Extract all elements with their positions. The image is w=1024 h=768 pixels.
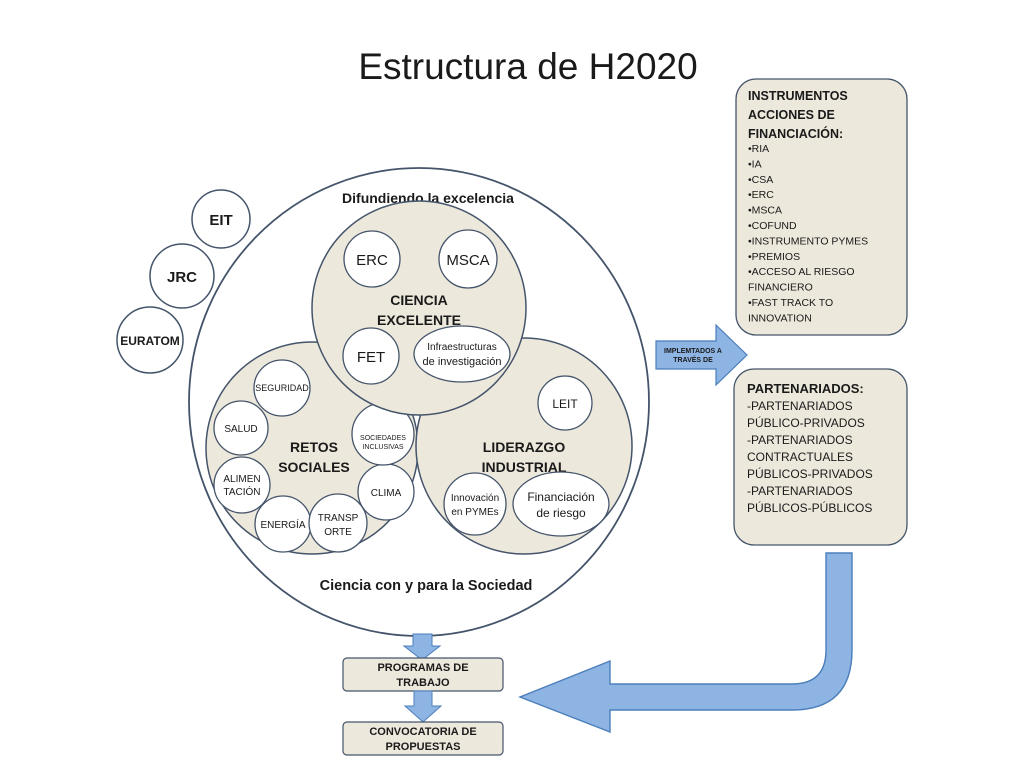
salud-label: SALUD — [224, 424, 257, 435]
instrumentos-item: •IA — [748, 158, 762, 170]
convocatoria-label-2: PROPUESTAS — [386, 741, 461, 753]
instrumentos-item: •COFUND — [748, 220, 797, 232]
fet-label: FET — [357, 349, 385, 366]
programas-label-1: PROGRAMAS DE — [377, 662, 468, 674]
erc-label: ERC — [356, 252, 388, 269]
leit-label: LEIT — [552, 397, 578, 411]
implementados-label-1: IMPLEMTADOS A — [664, 348, 722, 355]
instrumentos-item: •RIA — [748, 143, 769, 155]
jrc-label: JRC — [167, 269, 197, 286]
sociedades-label-1: SOCIEDADES — [360, 435, 406, 442]
partenariados-line: CONTRACTUALES — [747, 450, 853, 464]
partenariados-box: PARTENARIADOS: -PARTENARIADOS PÚBLICO-PRIV… — [733, 368, 908, 546]
infra-label-2: de investigación — [423, 356, 502, 368]
convocatoria-label-1: CONVOCATORIA DE — [369, 726, 476, 738]
alimentacion-label-2: TACIÓN — [223, 485, 260, 498]
retos-sociales-title-1: RETOS — [290, 439, 338, 455]
msca-label: MSCA — [446, 252, 489, 269]
sociedades-label-2: INCLUSIVAS — [362, 444, 403, 451]
partenariados-line: -PARTENARIADOS — [747, 433, 853, 447]
partenariados-heading: PARTENARIADOS: — [747, 381, 864, 396]
down-arrow-2 — [403, 690, 443, 723]
eit-label: EIT — [209, 212, 232, 229]
partenariados-line: PÚBLICOS-PÚBLICOS — [747, 500, 872, 515]
implementados-label-2: TRAVÉS DE — [673, 355, 713, 364]
main-circle-top-label: Difundiendo la excelencia — [342, 190, 514, 206]
pymes-label-1: Innovación — [451, 493, 499, 504]
ciencia-title-2: EXCELENTE — [377, 312, 461, 328]
down-arrow-1 — [402, 633, 442, 661]
infra-label-1: Infraestructuras — [427, 342, 496, 353]
clima-label: CLIMA — [371, 488, 402, 499]
liderazgo-title-1: LIDERAZGO — [483, 439, 566, 455]
retos-sociales-title-2: SOCIALES — [278, 459, 350, 475]
programas-box: PROGRAMAS DE TRABAJO — [342, 657, 504, 692]
seguridad-label: SEGURIDAD — [255, 383, 309, 393]
instrumentos-heading-line: ACCIONES DE — [748, 108, 835, 122]
riesgo-label-2: de riesgo — [536, 506, 586, 520]
instrumentos-item: INNOVATION — [748, 312, 812, 324]
euratom-label: EURATOM — [120, 334, 180, 348]
convocatoria-box: CONVOCATORIA DE PROPUESTAS — [342, 721, 504, 756]
jrc-node: JRC — [149, 243, 215, 309]
liderazgo-title-2: INDUSTRIAL — [482, 459, 567, 475]
eit-node: EIT — [191, 189, 251, 249]
riesgo-label-1: Financiación — [527, 490, 594, 504]
programas-label-2: TRABAJO — [396, 677, 450, 689]
instrumentos-item: •MSCA — [748, 205, 782, 217]
euratom-node: EURATOM — [116, 306, 184, 374]
instrumentos-item: •ACCESO AL RIESGO — [748, 266, 855, 278]
partenariados-line: PÚBLICO-PRIVADOS — [747, 415, 865, 430]
transporte-label-1: TRANSP — [318, 513, 359, 524]
instrumentos-item: •INSTRUMENTO PYMES — [748, 235, 868, 247]
instrumentos-item: •FAST TRACK TO — [748, 297, 833, 309]
return-arrow — [518, 552, 853, 734]
instrumentos-heading-line: INSTRUMENTOS — [748, 89, 848, 103]
ciencia-title-1: CIENCIA — [390, 292, 448, 308]
ciencia-excelente-group: CIENCIA EXCELENTE ERC MSCA FET Infraestr… — [311, 200, 527, 416]
page-title: Estructura de H2020 — [358, 46, 697, 87]
pymes-label-2: en PYMEs — [451, 507, 498, 518]
alimentacion-label-1: ALIMEN — [223, 474, 260, 485]
instrumentos-item: •PREMIOS — [748, 251, 800, 263]
partenariados-line: -PARTENARIADOS — [747, 484, 853, 498]
instrumentos-box: INSTRUMENTOS ACCIONES DE FINANCIACIÓN: •RIA… — [735, 78, 908, 336]
energia-label: ENERGÍA — [260, 518, 305, 531]
instrumentos-heading-line: FINANCIACIÓN: — [748, 126, 843, 141]
main-circle-bottom-label: Ciencia con y para la Sociedad — [320, 578, 533, 594]
instrumentos-item: •CSA — [748, 174, 773, 186]
implementados-arrow: IMPLEMTADOS A TRAVÉS DE — [655, 323, 748, 387]
instrumentos-item: •ERC — [748, 189, 774, 201]
transporte-label-2: ORTE — [324, 527, 352, 538]
partenariados-line: -PARTENARIADOS — [747, 399, 853, 413]
partenariados-line: PÚBLICOS-PRIVADOS — [747, 466, 873, 481]
instrumentos-item: FINANCIERO — [748, 282, 813, 294]
